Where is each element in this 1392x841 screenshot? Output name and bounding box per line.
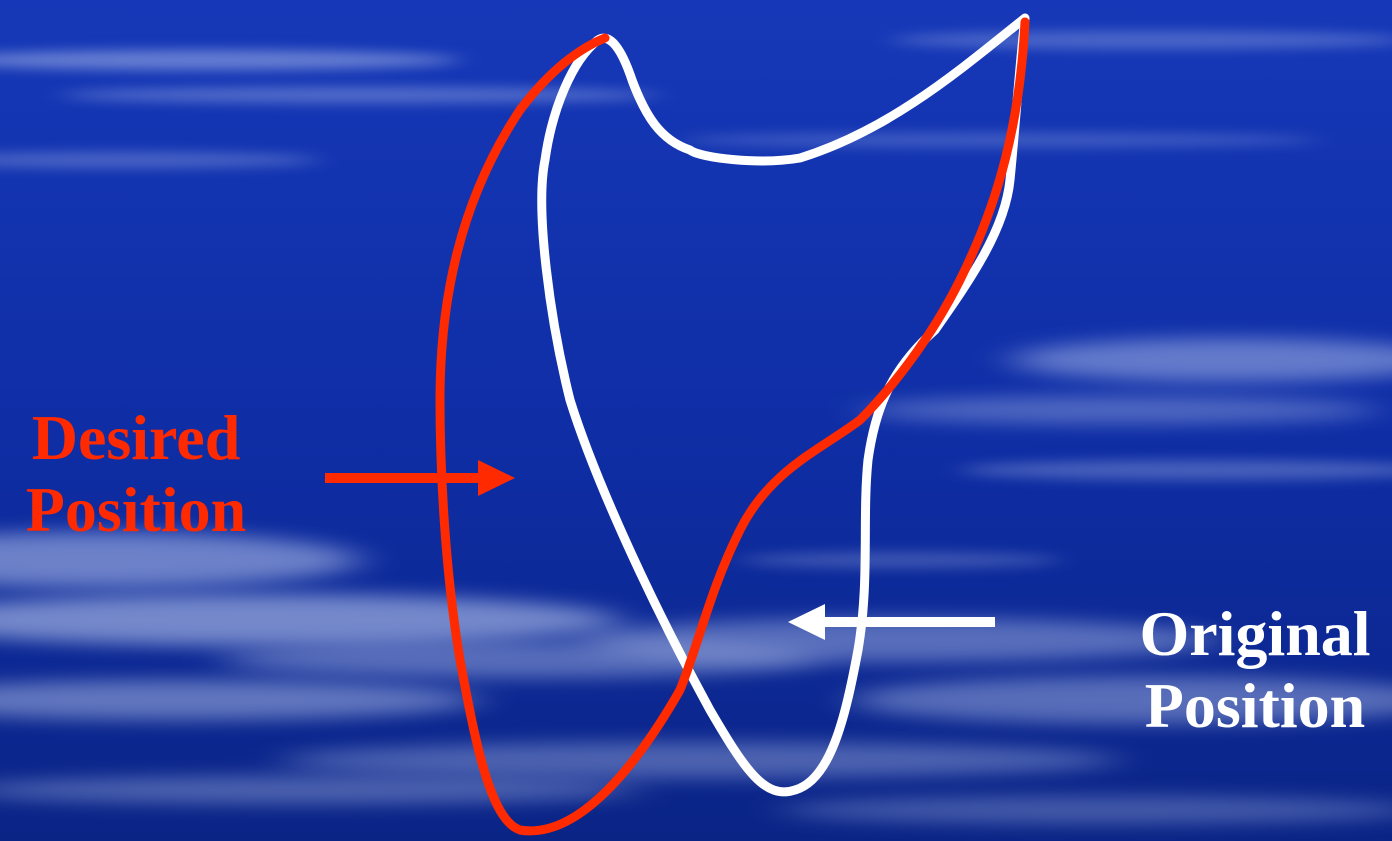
cloud-streaks [0, 31, 1392, 824]
original-label-line2: Position [1144, 670, 1366, 741]
original-tooth-outline [537, 13, 1030, 797]
desired-label-line2: Position [25, 474, 247, 545]
original-position-label: Original Position [1118, 598, 1392, 742]
desired-label-line1: Desired [31, 402, 241, 473]
original-arrow [788, 604, 995, 640]
desired-arrow [325, 460, 515, 496]
desired-tooth-outline [435, 17, 1030, 836]
original-label-line1: Original [1139, 598, 1371, 669]
desired-position-label: Desired Position [0, 402, 272, 546]
